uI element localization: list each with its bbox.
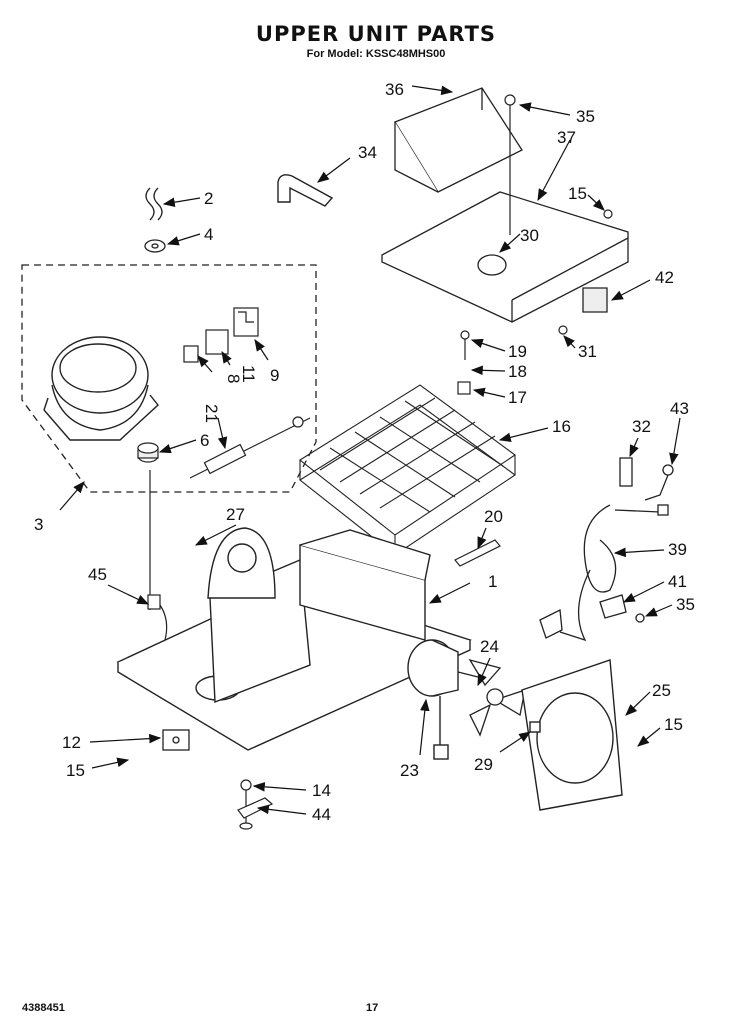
fan-shroud bbox=[521, 659, 623, 811]
screws-top bbox=[504, 94, 613, 335]
callout-37: 37 bbox=[557, 128, 576, 147]
callout-35: 35 bbox=[676, 595, 695, 614]
page-number: 17 bbox=[366, 1002, 379, 1014]
harness bbox=[147, 470, 168, 641]
callout-43: 43 bbox=[670, 399, 689, 418]
callout-15: 15 bbox=[66, 761, 85, 780]
callout-32: 32 bbox=[632, 417, 651, 436]
callout-19: 19 bbox=[508, 342, 527, 361]
terminal-block bbox=[162, 729, 190, 751]
callout-41: 41 bbox=[668, 572, 687, 591]
relay-parts bbox=[183, 307, 259, 363]
callout-2: 2 bbox=[204, 189, 213, 208]
callout-18: 18 bbox=[508, 362, 527, 381]
callout-44: 44 bbox=[312, 805, 331, 824]
callout-39: 39 bbox=[668, 540, 687, 559]
power-cord bbox=[539, 457, 674, 642]
callout-labels: 36 35 37 34 2 4 15 30 42 31 19 18 17 16 … bbox=[34, 80, 695, 824]
compressor-assembly-outline bbox=[21, 264, 317, 493]
callout-24: 24 bbox=[480, 637, 499, 656]
clip-and-washer bbox=[144, 187, 166, 253]
callout-23: 23 bbox=[400, 761, 419, 780]
callout-3: 3 bbox=[34, 515, 43, 534]
heater-connector bbox=[454, 539, 501, 567]
fan-blade bbox=[468, 658, 526, 737]
coil-clamp bbox=[457, 330, 471, 395]
callout-6: 6 bbox=[200, 431, 209, 450]
callout-27: 27 bbox=[226, 505, 245, 524]
callout-1: 1 bbox=[488, 572, 497, 591]
callout-8: 8 bbox=[224, 374, 243, 383]
base-pan bbox=[116, 529, 472, 751]
callout-30: 30 bbox=[520, 226, 539, 245]
callout-25: 25 bbox=[652, 681, 671, 700]
bracket bbox=[207, 527, 276, 599]
callout-20: 20 bbox=[484, 507, 503, 526]
compressor bbox=[43, 336, 159, 441]
screw-and-bracket bbox=[237, 779, 274, 830]
grommet bbox=[137, 442, 159, 463]
evaporator-coil bbox=[299, 384, 516, 556]
callout-42: 42 bbox=[655, 268, 674, 287]
callout-17: 17 bbox=[508, 388, 527, 407]
callout-36: 36 bbox=[385, 80, 404, 99]
document-number: 4388451 bbox=[22, 1002, 65, 1014]
upper-cover bbox=[381, 87, 629, 323]
callout-34: 34 bbox=[358, 143, 377, 162]
page-title: UPPER UNIT PARTS bbox=[255, 22, 497, 46]
callout-11: 11 bbox=[239, 365, 258, 383]
drain-tube bbox=[277, 174, 334, 207]
callout-21: 21 bbox=[202, 404, 221, 423]
callout-12: 12 bbox=[62, 733, 81, 752]
model-subtitle: For Model: KSSC48MHS00 bbox=[306, 48, 446, 60]
callout-9: 9 bbox=[270, 366, 279, 385]
fan-motor bbox=[407, 639, 483, 760]
callout-16: 16 bbox=[552, 417, 571, 436]
callout-35: 35 bbox=[576, 107, 595, 126]
callout-14: 14 bbox=[312, 781, 331, 800]
capacitor-wire bbox=[189, 416, 311, 479]
leader-lines bbox=[59, 85, 681, 815]
callout-29: 29 bbox=[474, 755, 493, 774]
callout-31: 31 bbox=[578, 342, 597, 361]
callout-4: 4 bbox=[204, 225, 213, 244]
callout-15: 15 bbox=[664, 715, 683, 734]
callout-45: 45 bbox=[88, 565, 107, 584]
callout-15: 15 bbox=[568, 184, 587, 203]
